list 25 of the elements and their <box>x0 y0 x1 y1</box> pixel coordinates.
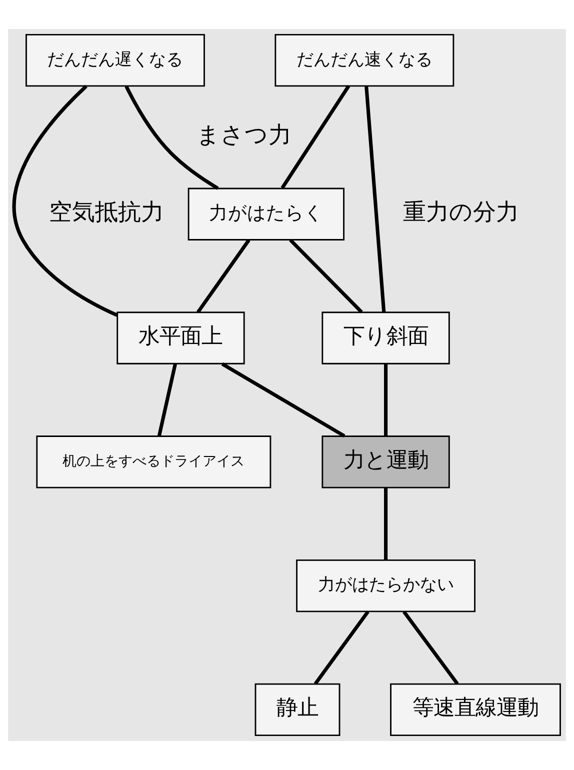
connector <box>289 238 363 314</box>
connector <box>157 364 177 436</box>
connector <box>221 362 346 438</box>
node-box: 下り斜面 <box>322 312 450 364</box>
connector <box>12 84 118 317</box>
connector <box>314 610 370 685</box>
edge-label: まさつ力 <box>196 122 292 149</box>
connector <box>384 364 388 436</box>
node-box: だんだん速くなる <box>274 34 454 87</box>
node-box: 机の上をすべるドライアイス <box>36 436 272 488</box>
node-box: 力がはたらく <box>188 188 344 240</box>
node-box: 静止 <box>254 683 340 736</box>
node-box: 水平面上 <box>116 312 245 364</box>
connector <box>364 86 386 312</box>
connector <box>280 85 350 189</box>
node-box: だんだん遅くなる <box>26 34 205 87</box>
connector <box>402 610 459 685</box>
node-box: 等速直線運動 <box>390 683 561 736</box>
connector <box>124 86 219 190</box>
connector <box>196 239 250 314</box>
connector <box>384 488 388 560</box>
node-box: 力がはたらかない <box>296 559 476 612</box>
edge-label: 空気抵抗力 <box>49 200 164 226</box>
node-box: 力と運動 <box>322 436 450 488</box>
edge-label: 重力の分力 <box>402 200 519 226</box>
